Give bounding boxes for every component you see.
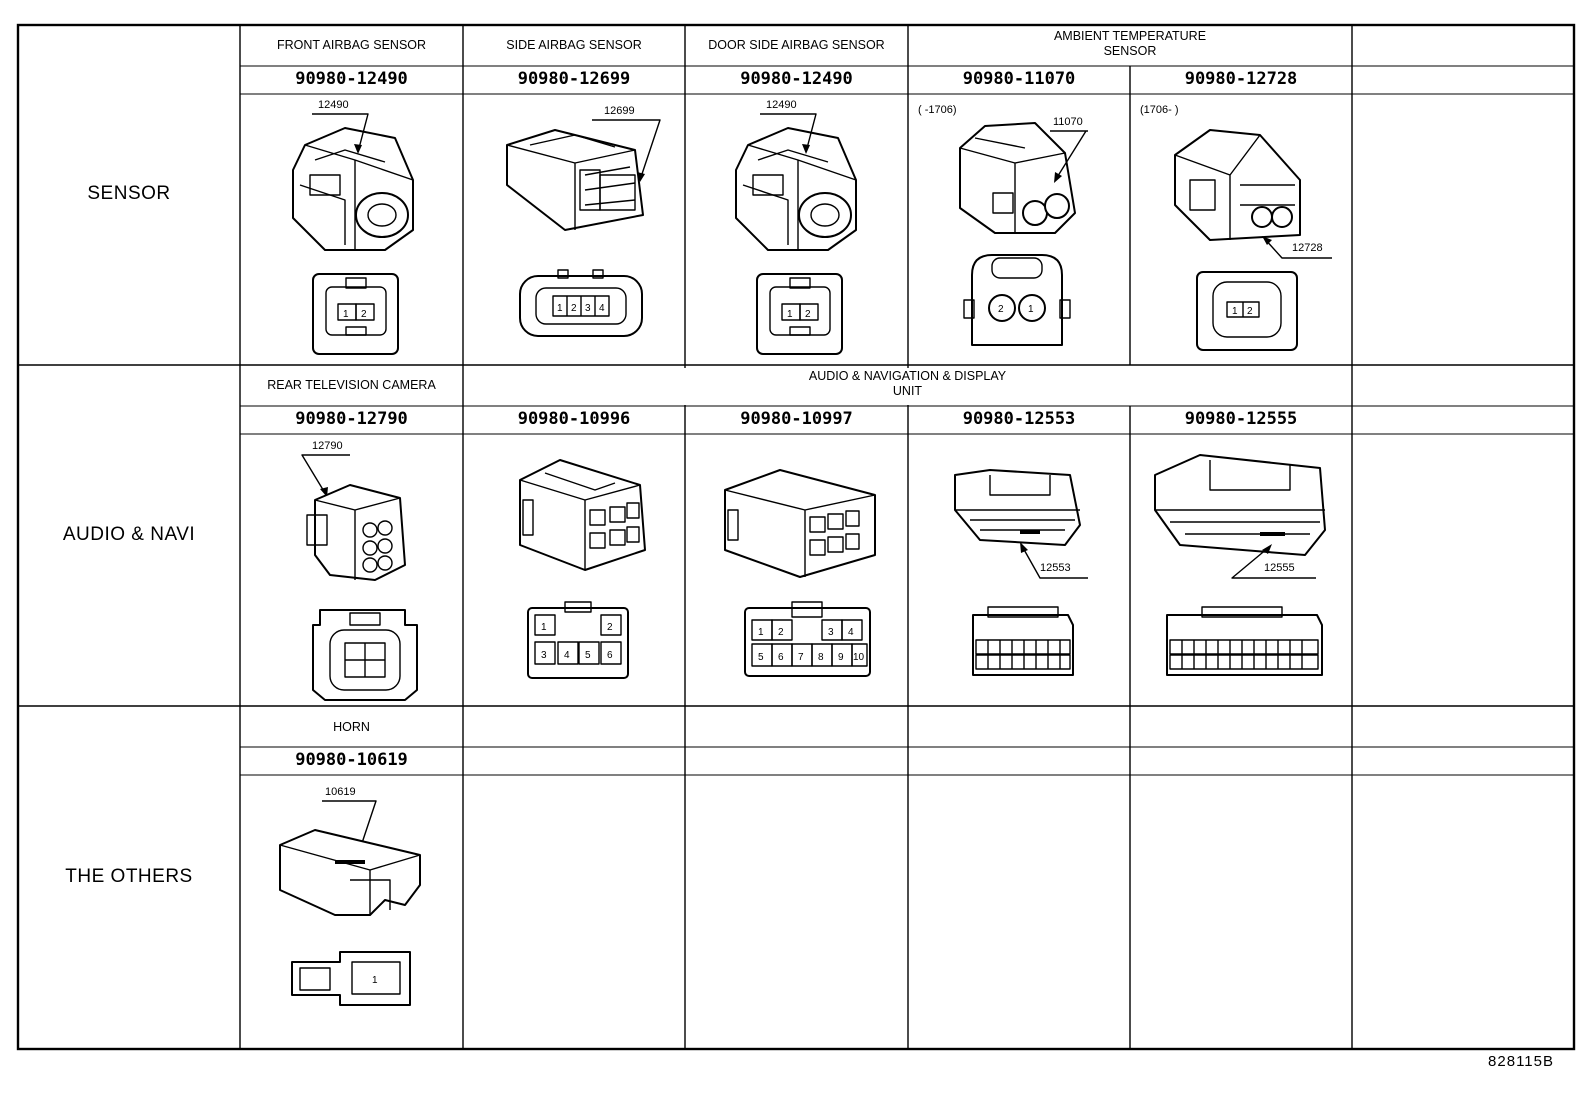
svg-text:2: 2 (998, 304, 1004, 315)
front-airbag-face-view: 1 2 (312, 273, 399, 355)
row-label-the-others: THE OTHERS (65, 866, 193, 887)
audio-nav-6pin-face-view: 1 2 3 4 5 6 (527, 601, 629, 679)
callout-leader (312, 113, 369, 154)
svg-text:4: 4 (564, 650, 570, 661)
header-horn: HORN (333, 720, 370, 734)
audio-nav-12553-face-view (972, 606, 1074, 676)
svg-text:2: 2 (805, 309, 811, 320)
part-number: 90980-10619 (295, 750, 408, 770)
callout-label: 12728 (1292, 242, 1323, 254)
header-side-airbag-sensor: SIDE AIRBAG SENSOR (506, 38, 642, 52)
callout-label: 12490 (318, 99, 349, 111)
svg-text:1: 1 (372, 975, 378, 986)
svg-text:5: 5 (585, 650, 591, 661)
part-number: 90980-12728 (1184, 69, 1298, 89)
svg-text:2: 2 (607, 622, 613, 633)
callout-label: 12790 (312, 440, 343, 452)
callout-leader (1050, 130, 1088, 183)
svg-text:3: 3 (585, 303, 591, 314)
callout-label: 12555 (1264, 562, 1295, 574)
serial-range-note: ( -1706) (918, 104, 957, 116)
horn-connector-illustration (279, 829, 421, 916)
front-airbag-connector-illustration (292, 127, 414, 251)
part-number: 90980-12490 (740, 69, 853, 89)
svg-text:1: 1 (541, 622, 547, 633)
audio-nav-12553-connector-illustration (954, 469, 1081, 546)
callout-label: 10619 (325, 786, 356, 798)
svg-text:1: 1 (787, 309, 793, 320)
part-number: 90980-12555 (1184, 409, 1298, 429)
door-side-airbag-connector-illustration (735, 127, 857, 251)
horn-face-view: 1 (291, 951, 411, 1006)
audio-nav-12555-connector-illustration (1154, 454, 1326, 556)
header-audio-navigation-display-unit: AUDIO & NAVIGATION & DISPLAY UNIT (463, 369, 1352, 399)
header-audio-line1: AUDIO & NAVIGATION & DISPLAY (808, 369, 1007, 383)
callout-leader (1231, 544, 1316, 579)
svg-text:2: 2 (778, 627, 784, 638)
header-ambient-line2: SENSOR (1103, 44, 1157, 58)
svg-text:6: 6 (607, 650, 613, 661)
pin-number: 2 (361, 309, 367, 320)
svg-text:1: 1 (1232, 306, 1238, 317)
svg-text:4: 4 (848, 627, 854, 638)
part-number: 90980-11070 (962, 69, 1076, 89)
svg-text:5: 5 (758, 652, 764, 663)
header-front-airbag-sensor: FRONT AIRBAG SENSOR (276, 38, 427, 52)
callout-leader (592, 119, 661, 182)
header-door-side-airbag-sensor: DOOR SIDE AIRBAG SENSOR (708, 38, 885, 52)
svg-text:10: 10 (853, 652, 865, 663)
svg-text:2: 2 (571, 303, 577, 314)
svg-text:4: 4 (599, 303, 605, 314)
svg-text:6: 6 (778, 652, 784, 663)
audio-nav-10pin-connector-illustration (724, 469, 876, 578)
figure-reference: 828115B (1488, 1053, 1554, 1070)
svg-text:3: 3 (541, 650, 547, 661)
rear-camera-connector-illustration (306, 484, 406, 581)
audio-nav-12555-face-view (1166, 606, 1323, 676)
part-number: 90980-12790 (295, 409, 408, 429)
ambient-temp-connector-illustration (959, 122, 1076, 234)
audio-nav-10pin-face-view: 1 2 3 4 5 6 7 8 9 10 (744, 601, 871, 677)
callout-label: 12699 (604, 105, 635, 117)
svg-text:1: 1 (758, 627, 764, 638)
callout-label: 12553 (1040, 562, 1071, 574)
header-rear-television-camera: REAR TELEVISION CAMERA (267, 378, 436, 392)
svg-text:2: 2 (1247, 306, 1253, 317)
row-label-audio-navi: AUDIO & NAVI (62, 524, 196, 545)
rear-camera-face-view (312, 609, 418, 701)
callout-label: 12490 (766, 99, 797, 111)
svg-text:7: 7 (798, 652, 804, 663)
svg-text:8: 8 (818, 652, 824, 663)
callout-leader (1020, 542, 1088, 579)
svg-text:1: 1 (557, 303, 563, 314)
callout-leader (760, 113, 817, 154)
part-number: 90980-10997 (740, 409, 853, 429)
header-ambient-line1: AMBIENT TEMPERATURE (1053, 29, 1207, 43)
svg-text:9: 9 (838, 652, 844, 663)
part-number: 90980-12490 (295, 69, 408, 89)
svg-text:1: 1 (1028, 304, 1034, 315)
svg-text:3: 3 (828, 627, 834, 638)
audio-nav-6pin-connector-illustration (519, 459, 646, 571)
ambient-temp-alt-connector-illustration (1174, 129, 1301, 241)
pin-number: 1 (343, 309, 349, 320)
part-number: 90980-12553 (962, 409, 1076, 429)
callout-label: 11070 (1053, 116, 1083, 128)
callout-leader (1262, 236, 1332, 259)
header-ambient-temperature-sensor: AMBIENT TEMPERATURE SENSOR (908, 29, 1352, 59)
serial-range-note: (1706- ) (1140, 104, 1179, 116)
header-audio-line2: UNIT (892, 384, 923, 398)
part-number: 90980-12699 (517, 69, 631, 89)
side-airbag-connector-illustration (506, 129, 644, 231)
part-number: 90980-10996 (517, 409, 631, 429)
row-label-sensor: SENSOR (87, 183, 171, 204)
